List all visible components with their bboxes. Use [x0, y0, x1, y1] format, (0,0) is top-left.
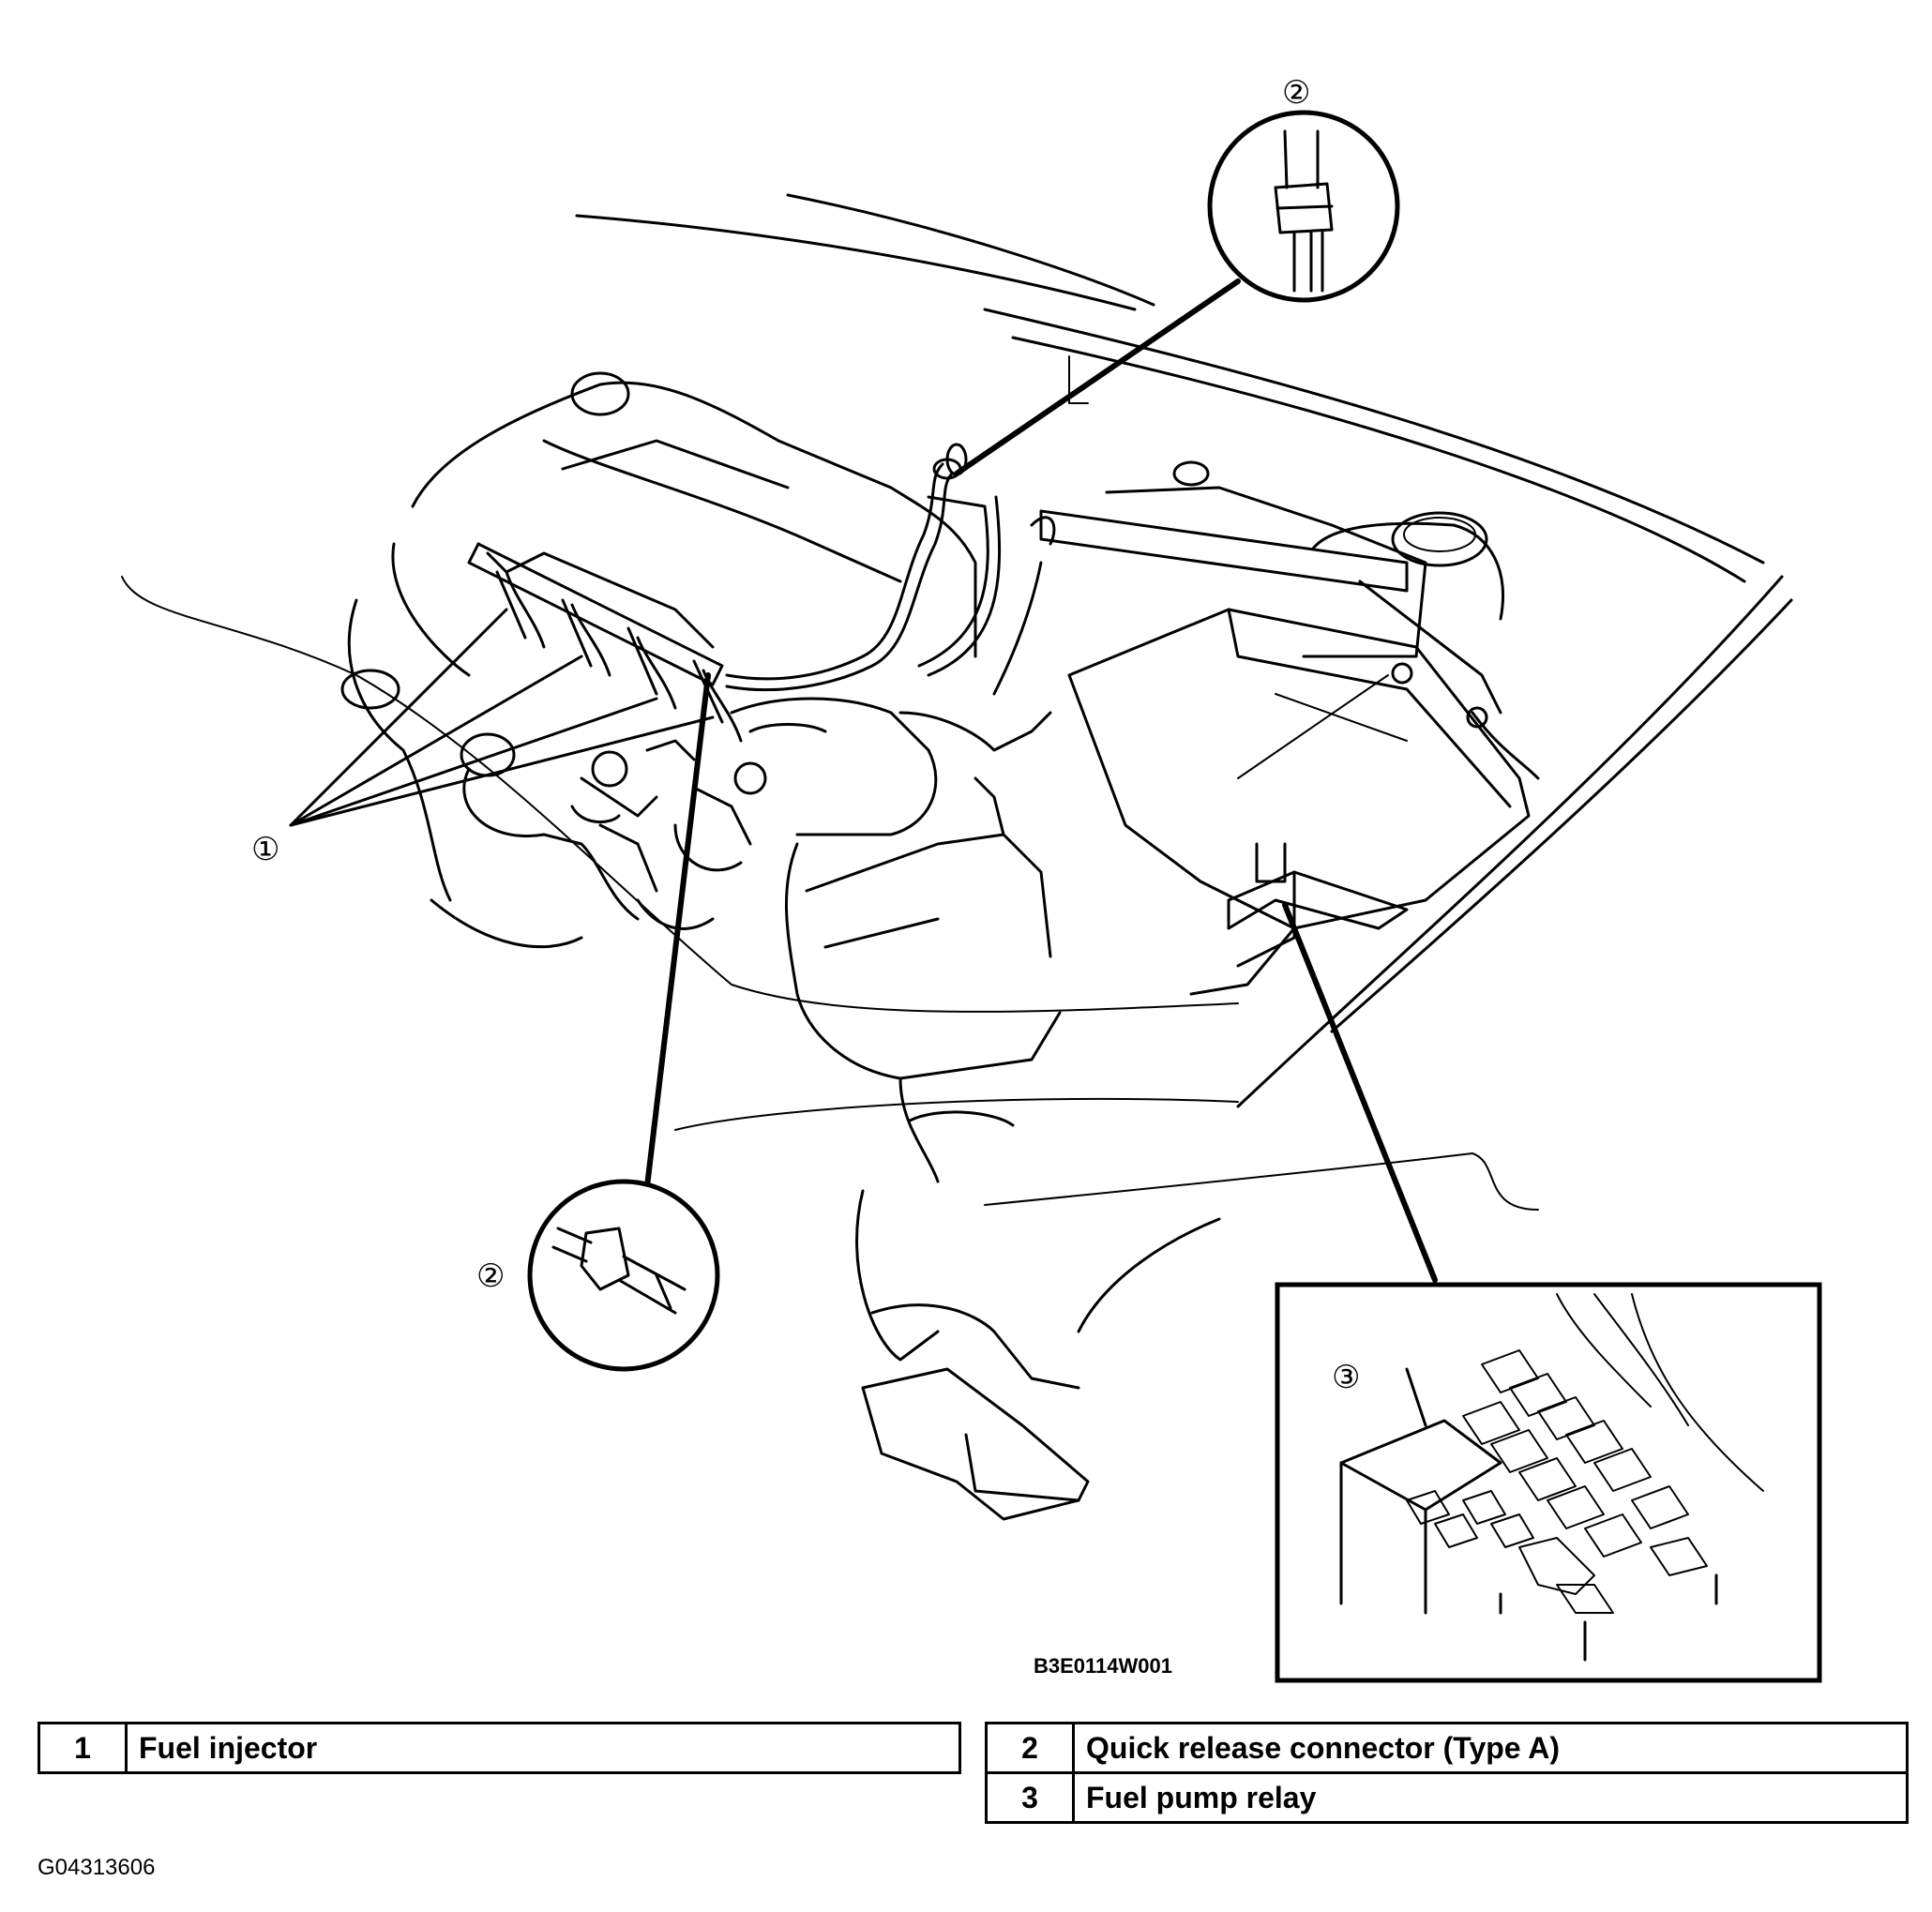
legend-row: 3 Fuel pump relay: [985, 1771, 1909, 1824]
legend-number: 3: [985, 1771, 1075, 1824]
relay-blocks: [1406, 1349, 1708, 1614]
callout-injector: ①: [251, 831, 279, 868]
intake-area: [580, 516, 1056, 872]
leader-lines: [289, 279, 1438, 1283]
connector-detail-top: [1207, 110, 1400, 303]
legend-table-left: 1 Fuel injector: [38, 1722, 961, 1774]
engine-block: [340, 371, 977, 949]
legend-row: 2 Quick release connector (Type A): [985, 1722, 1909, 1774]
legend-label: Fuel injector: [125, 1722, 961, 1774]
legend-number: 2: [985, 1722, 1075, 1774]
connector-detail-bottom: [527, 1179, 720, 1372]
figure-id: G04313606: [38, 1855, 156, 1880]
legend-label: Quick release connector (Type A): [1072, 1722, 1909, 1774]
relay-box-body: [1227, 842, 1409, 968]
battery-area: [1039, 460, 1540, 780]
fuel-rail: [467, 542, 743, 743]
drawing-code: B3E0114W001: [1034, 1654, 1172, 1678]
fuel-hose: [725, 443, 1002, 692]
legend-number: 1: [38, 1722, 128, 1774]
callout-connector-top: ②: [1282, 74, 1310, 112]
callout-relay: ③: [1332, 1359, 1360, 1396]
transmission: [785, 776, 1221, 1521]
body-outline: [121, 193, 1793, 1211]
callout-connector-bottom: ②: [476, 1257, 505, 1295]
legend-label: Fuel pump relay: [1072, 1771, 1909, 1824]
air-cleaner-box: [1067, 608, 1531, 996]
legend-row: 1 Fuel injector: [38, 1722, 961, 1774]
relay-box-inset: [1275, 1282, 1822, 1683]
legend-table-right: 2 Quick release connector (Type A) 3 Fue…: [985, 1722, 1909, 1824]
